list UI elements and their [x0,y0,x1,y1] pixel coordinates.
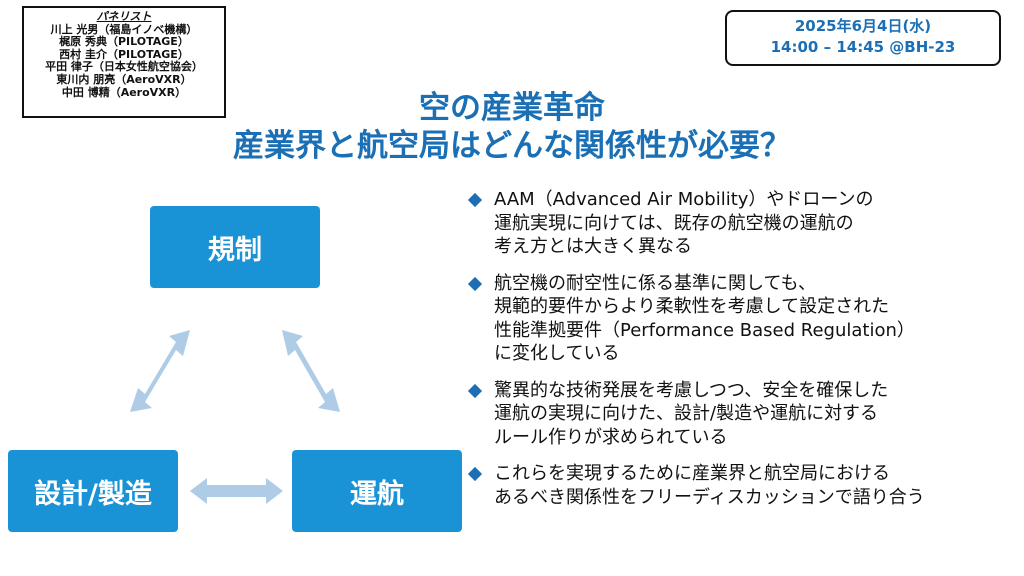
panelist-title: パネリスト [96,10,152,23]
panelist-name: 川上 光男（福島イノベ機構） [50,22,198,36]
bullet-line: 性能準拠要件（Performance Based Regulation） [494,319,915,341]
panelist-name: 東川内 朋亮（AeroVXR） [56,72,192,86]
panelist-box: パネリスト 川上 光男（福島イノベ機構） 梶原 秀典（PILOTAGE） 西村 … [22,6,226,118]
bullet-item: 驚異的な技術発展を考慮しつつ、安全を確保した 運航の実現に向けた、設計/製造や運… [467,379,1018,450]
bullet-item: これらを実現するために産業界と航空局における あるべき関係性をフリーディスカッシ… [467,462,1018,509]
bullet-line: これらを実現するために産業界と航空局における [494,463,890,484]
bullet-line: 驚異的な技術発展を考慮しつつ、安全を確保した [494,379,889,401]
diamond-bullet-icon [467,192,483,208]
bullet-line: 運航の実現に向けた、設計/製造や運航に対する [494,403,879,424]
bullet-item: AAM（Advanced Air Mobility）やドローンの 運航実現に向け… [467,188,1018,259]
double-arrow-icon [130,330,190,412]
diagram-node-design-manufacturing: 設計/製造 [8,450,178,532]
panelist-name: 梶原 秀典（PILOTAGE） [59,35,189,49]
bullet-line: AAM（Advanced Air Mobility）やドローンの [494,189,874,210]
diamond-bullet-icon [467,276,483,291]
bullet-line: 考え方とは大きく異なる [494,236,692,257]
panelist-name: 平田 律子（日本女性航空協会） [45,60,203,74]
slide-title: 空の産業革命 [419,90,605,126]
session-info-box: 2025年6月4日(水) 14:00 – 14:45 @BH-23 [725,10,1001,66]
diagram-node-operation: 運航 [292,450,462,532]
diamond-bullet-icon [467,383,483,398]
bullet-line: に変化している [494,343,620,364]
bullet-line: 航空機の耐空性に係る基準に関しても、 [494,272,817,294]
double-arrow-icon [282,330,340,412]
bullet-line: 運航実現に向けては、既存の航空機の運航の [494,212,854,234]
double-arrow-icon [190,478,283,504]
relationship-arrows [130,330,340,504]
bullet-line: 規範的要件からより柔軟性を考慮して設定された [494,296,890,317]
session-time: 14:00 – 14:45 @BH-23 [770,38,956,56]
session-date: 2025年6月4日(水) [794,17,932,35]
bullet-line: あるべき関係性をフリーディスカッションで語り合う [494,486,925,508]
diamond-bullet-icon [467,466,483,482]
slide-subtitle: 産業界と航空局はどんな関係性が必要？ [233,128,791,164]
panelist-name: 西村 圭介（PILOTAGE） [59,47,189,61]
diagram-node-regulation: 規制 [150,206,320,288]
bullet-list: AAM（Advanced Air Mobility）やドローンの 運航実現に向け… [467,188,1018,522]
panelist-name: 中田 博精（AeroVXR） [61,85,187,99]
bullet-item: 航空機の耐空性に係る基準に関しても、 規範的要件からより柔軟性を考慮して設定され… [467,272,1018,366]
bullet-line: ルール作りが求められている [494,426,728,448]
